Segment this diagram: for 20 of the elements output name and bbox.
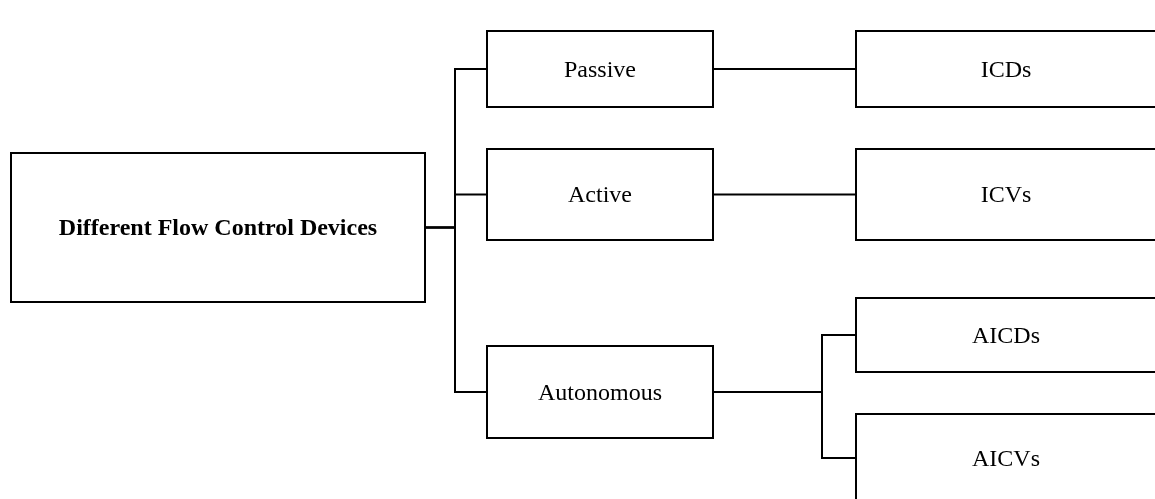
connector-line: [425, 226, 487, 393]
category-box: [486, 148, 714, 241]
node-label: Active: [567, 181, 633, 208]
category-box: [855, 297, 1155, 373]
category-box: [855, 30, 1155, 108]
node-label: ICDs: [979, 55, 1033, 83]
node-label: AICVs: [971, 444, 1041, 472]
category-box: [486, 30, 714, 108]
node-label: Autonomous: [537, 378, 663, 406]
connector-line: [713, 193, 856, 196]
category-box: [855, 148, 1155, 241]
root-box: [10, 152, 426, 303]
category-box: [486, 345, 714, 439]
node-label: AICDs: [971, 321, 1041, 349]
connector-line: [713, 68, 856, 70]
node-label: Different Flow Control Devices: [57, 214, 379, 241]
connector-line: [713, 391, 856, 459]
node-label: Passive: [563, 55, 637, 83]
category-box: [855, 413, 1155, 499]
node-label: ICVs: [979, 181, 1033, 208]
